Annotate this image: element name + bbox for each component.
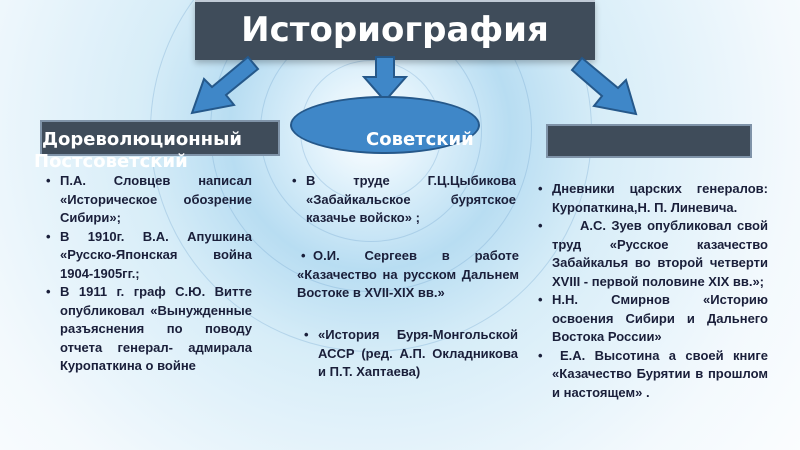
bullet-icon: • — [538, 181, 543, 196]
bullet-icon: • — [538, 218, 543, 233]
list-item: •О.И. Сергеев в работе «Казачество на ру… — [297, 248, 519, 300]
bullet-icon: • — [46, 228, 51, 244]
list-item: •Дневники царских генералов: Куропаткина… — [538, 181, 768, 215]
period-label-soviet: Советский — [366, 129, 474, 150]
list-item: •В труде Г.Ц.Цыбикова «Забайкальское бур… — [292, 173, 516, 225]
list-item: •П.А. Словцев написал «Историческое обоз… — [46, 173, 252, 225]
list-item: •«История Буря-Монгольской АССР (ред. А.… — [304, 327, 518, 379]
list-postsoviet: •Дневники царских генералов: Куропаткина… — [538, 180, 768, 402]
arrow-down-left-icon — [190, 55, 260, 115]
bullet-icon: • — [538, 292, 543, 307]
list-prerevolutionary: •П.А. Словцев написал «Историческое обоз… — [46, 172, 252, 376]
period-label-postsoviet: Постсоветский — [34, 151, 188, 172]
bullet-icon: • — [46, 173, 51, 188]
bullet-icon: • — [538, 347, 543, 363]
bullet-icon: • — [301, 248, 306, 263]
list-soviet: •В труде Г.Ц.Цыбикова «Забайкальское бур… — [292, 172, 516, 228]
list-soviet-sub: •«История Буря-Монгольской АССР (ред. А.… — [304, 326, 518, 382]
list-item: •А.С. Зуев опубликовал свой труд «Русско… — [538, 218, 768, 289]
period-label-prerevolutionary: Дореволюционный — [42, 129, 243, 150]
period-oval-soviet — [290, 96, 480, 154]
list-item: •В 1910г. В.А. Апушкина «Русско-Японская… — [46, 228, 252, 281]
arrow-down-right-icon — [570, 56, 638, 116]
list-item: •В 1911 г. граф С.Ю. Витте опубликовал «… — [46, 284, 252, 373]
arrow-down-icon — [361, 56, 409, 103]
bullet-icon: • — [304, 327, 309, 342]
list-item: •Е.А. Высотина а своей книге «Казачество… — [538, 347, 768, 400]
list-item: •Н.Н. Смирнов «Историю освоения Сибири и… — [538, 292, 768, 344]
list-soviet-continued: •О.И. Сергеев в работе «Казачество на ру… — [297, 247, 519, 303]
bullet-icon: • — [292, 173, 297, 188]
page-title: Историография — [195, 0, 595, 60]
bullet-icon: • — [46, 284, 51, 299]
period-box-postsoviet — [546, 124, 752, 158]
period-box-prerevolutionary — [40, 120, 280, 156]
